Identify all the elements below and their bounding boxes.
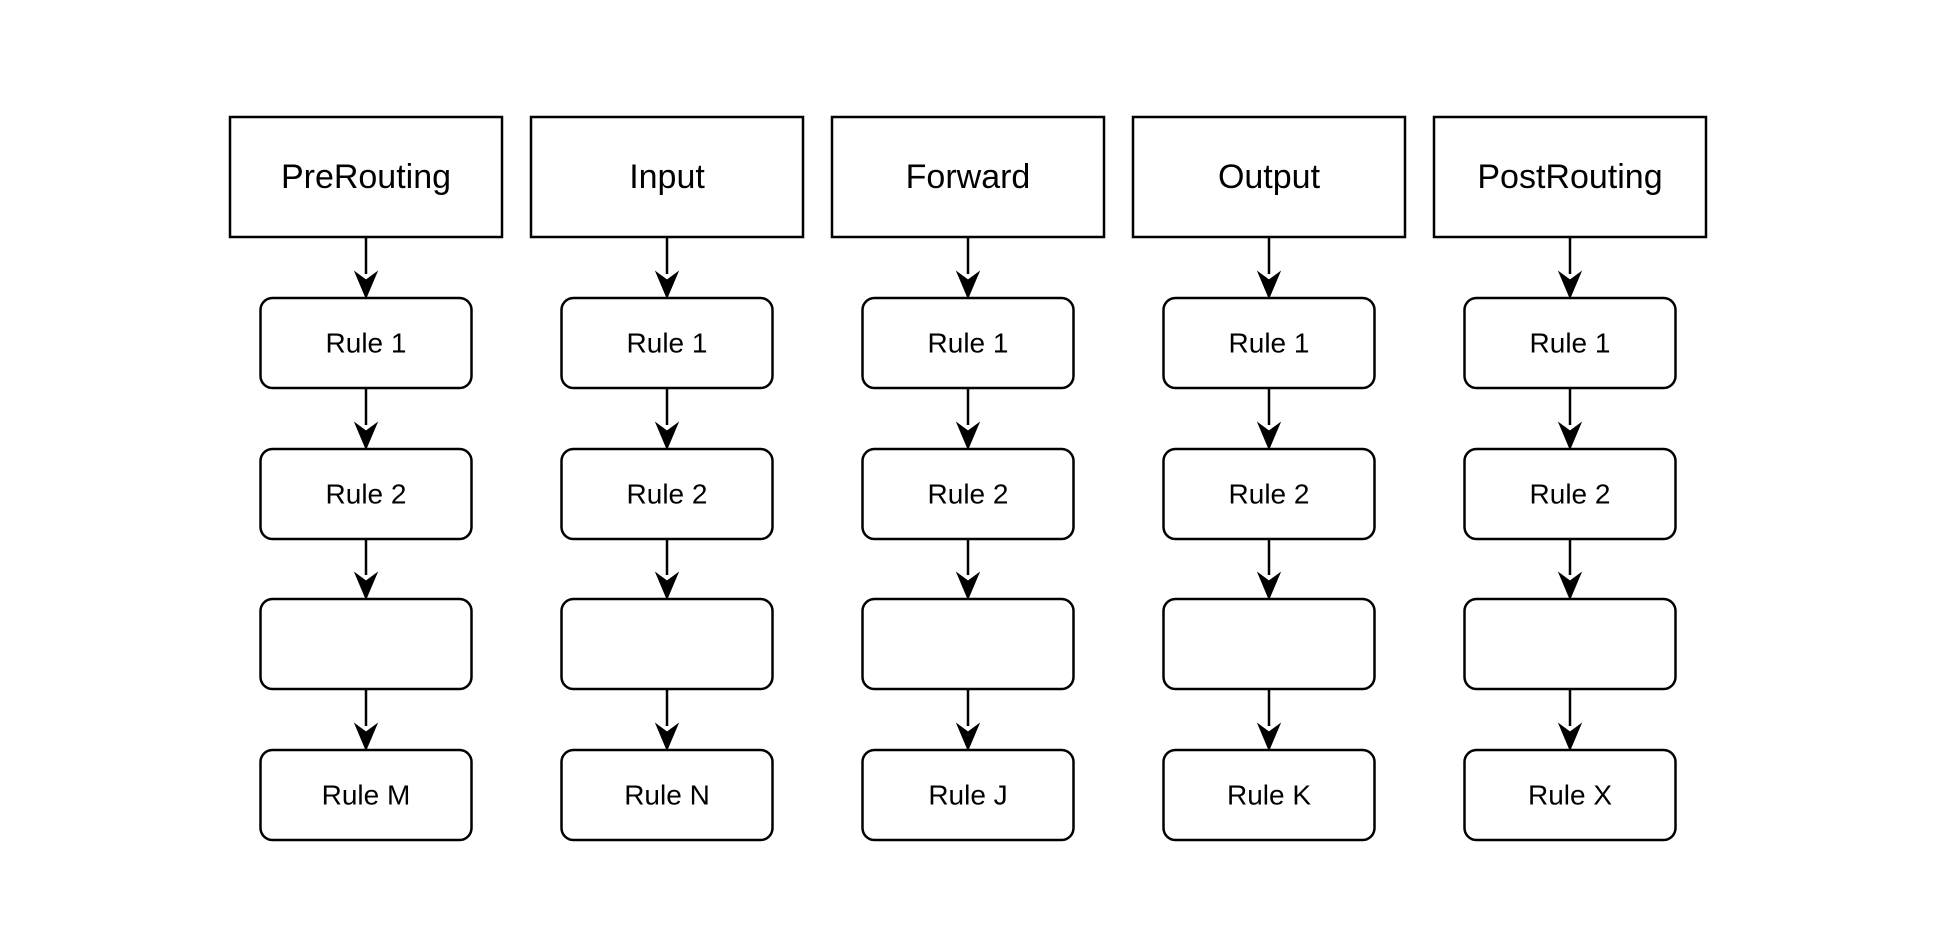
chain-label-postrouting: PostRouting	[1477, 158, 1662, 196]
rule-box-forward-1: Rule 1	[861, 296, 1075, 390]
rule-box-shape	[259, 748, 473, 842]
chain-label-output: Output	[1218, 158, 1321, 196]
rule-box-shape	[1162, 748, 1376, 842]
arrow-head	[654, 571, 680, 601]
arrow-head	[353, 571, 379, 601]
arrow-prerouting-rule-3-to-4	[353, 689, 379, 752]
rule-label: Rule 2	[326, 479, 407, 510]
arrow-input-rule-2-to-3	[654, 539, 680, 601]
arrow-forward-rule-3-to-4	[955, 689, 981, 752]
arrow-output-rule-2-to-3	[1256, 539, 1282, 601]
rule-box-postrouting-2: Rule 2	[1463, 447, 1677, 541]
arrow-head	[1557, 722, 1583, 752]
rule-box-prerouting-ellipsis	[259, 597, 473, 691]
rule-box-postrouting-4: Rule X	[1463, 748, 1677, 842]
rule-box-shape	[560, 748, 774, 842]
arrow-head	[1256, 571, 1282, 601]
rule-box-shape	[1463, 597, 1677, 691]
rule-label: Rule 2	[928, 479, 1009, 510]
arrow-head	[353, 722, 379, 752]
arrow-head	[654, 270, 680, 300]
rule-box-input-1: Rule 1	[560, 296, 774, 390]
rule-label: Rule 1	[1530, 328, 1611, 359]
arrow-input-rule-3-to-4	[654, 689, 680, 752]
rule-label: Rule 1	[928, 328, 1009, 359]
rule-label: Rule 2	[627, 479, 708, 510]
rule-box-shape	[861, 597, 1075, 691]
rule-box-forward-4: Rule J	[861, 748, 1075, 842]
rule-box-shape	[259, 597, 473, 691]
rule-box-shape	[1162, 597, 1376, 691]
rule-label: Rule 2	[1530, 479, 1611, 510]
arrow-head	[1256, 722, 1282, 752]
arrow-forward-rule-2-to-3	[955, 539, 981, 601]
rule-box-postrouting-1: Rule 1	[1463, 296, 1677, 390]
arrow-prerouting-rule-1-to-2	[353, 388, 379, 451]
rule-label: Rule J	[928, 780, 1007, 811]
arrow-head	[955, 722, 981, 752]
arrow-head	[1256, 270, 1282, 300]
arrow-head	[1557, 270, 1583, 300]
arrow-head	[1256, 421, 1282, 451]
rule-label: Rule K	[1227, 780, 1311, 811]
rule-box-prerouting-2: Rule 2	[259, 447, 473, 541]
rule-box-shape	[861, 748, 1075, 842]
arrow-head	[955, 571, 981, 601]
rule-label: Rule 1	[326, 328, 407, 359]
arrow-prerouting-to-rule-1	[353, 237, 379, 300]
arrow-head	[353, 421, 379, 451]
arrow-output-rule-1-to-2	[1256, 388, 1282, 451]
rule-box-shape	[560, 597, 774, 691]
rule-box-shape	[1463, 748, 1677, 842]
rule-label: Rule 2	[1229, 479, 1310, 510]
rule-box-prerouting-4: Rule M	[259, 748, 473, 842]
arrow-head	[353, 270, 379, 300]
chain-label-input: Input	[629, 158, 705, 196]
arrow-postrouting-rule-3-to-4	[1557, 689, 1583, 752]
rule-label: Rule 1	[627, 328, 708, 359]
arrow-head	[654, 421, 680, 451]
arrow-postrouting-rule-1-to-2	[1557, 388, 1583, 451]
rule-box-input-2: Rule 2	[560, 447, 774, 541]
rule-box-input-4: Rule N	[560, 748, 774, 842]
rule-label: Rule N	[624, 780, 710, 811]
rule-box-forward-ellipsis	[861, 597, 1075, 691]
rule-box-postrouting-ellipsis	[1463, 597, 1677, 691]
rule-label: Rule X	[1528, 780, 1612, 811]
arrow-prerouting-rule-2-to-3	[353, 539, 379, 601]
rule-box-input-ellipsis	[560, 597, 774, 691]
arrow-input-rule-1-to-2	[654, 388, 680, 451]
rule-label: Rule M	[322, 780, 411, 811]
arrow-input-to-rule-1	[654, 237, 680, 300]
arrow-forward-to-rule-1	[955, 237, 981, 300]
rule-label: Rule 1	[1229, 328, 1310, 359]
rule-box-forward-2: Rule 2	[861, 447, 1075, 541]
rule-box-output-4: Rule K	[1162, 748, 1376, 842]
arrow-output-to-rule-1	[1256, 237, 1282, 300]
arrow-output-rule-3-to-4	[1256, 689, 1282, 752]
rule-box-output-1: Rule 1	[1162, 296, 1376, 390]
rule-box-output-ellipsis	[1162, 597, 1376, 691]
arrow-postrouting-to-rule-1	[1557, 237, 1583, 300]
arrow-head	[955, 421, 981, 451]
rule-box-output-2: Rule 2	[1162, 447, 1376, 541]
arrow-head	[1557, 421, 1583, 451]
chain-box-prerouting	[228, 115, 504, 239]
arrow-head	[1557, 571, 1583, 601]
chain-box-postrouting	[1432, 115, 1708, 239]
arrow-forward-rule-1-to-2	[955, 388, 981, 451]
rule-box-prerouting-1: Rule 1	[259, 296, 473, 390]
arrow-postrouting-rule-2-to-3	[1557, 539, 1583, 601]
arrow-head	[955, 270, 981, 300]
chain-label-prerouting: PreRouting	[281, 158, 451, 196]
arrow-head	[654, 722, 680, 752]
chain-label-forward: Forward	[906, 158, 1031, 196]
